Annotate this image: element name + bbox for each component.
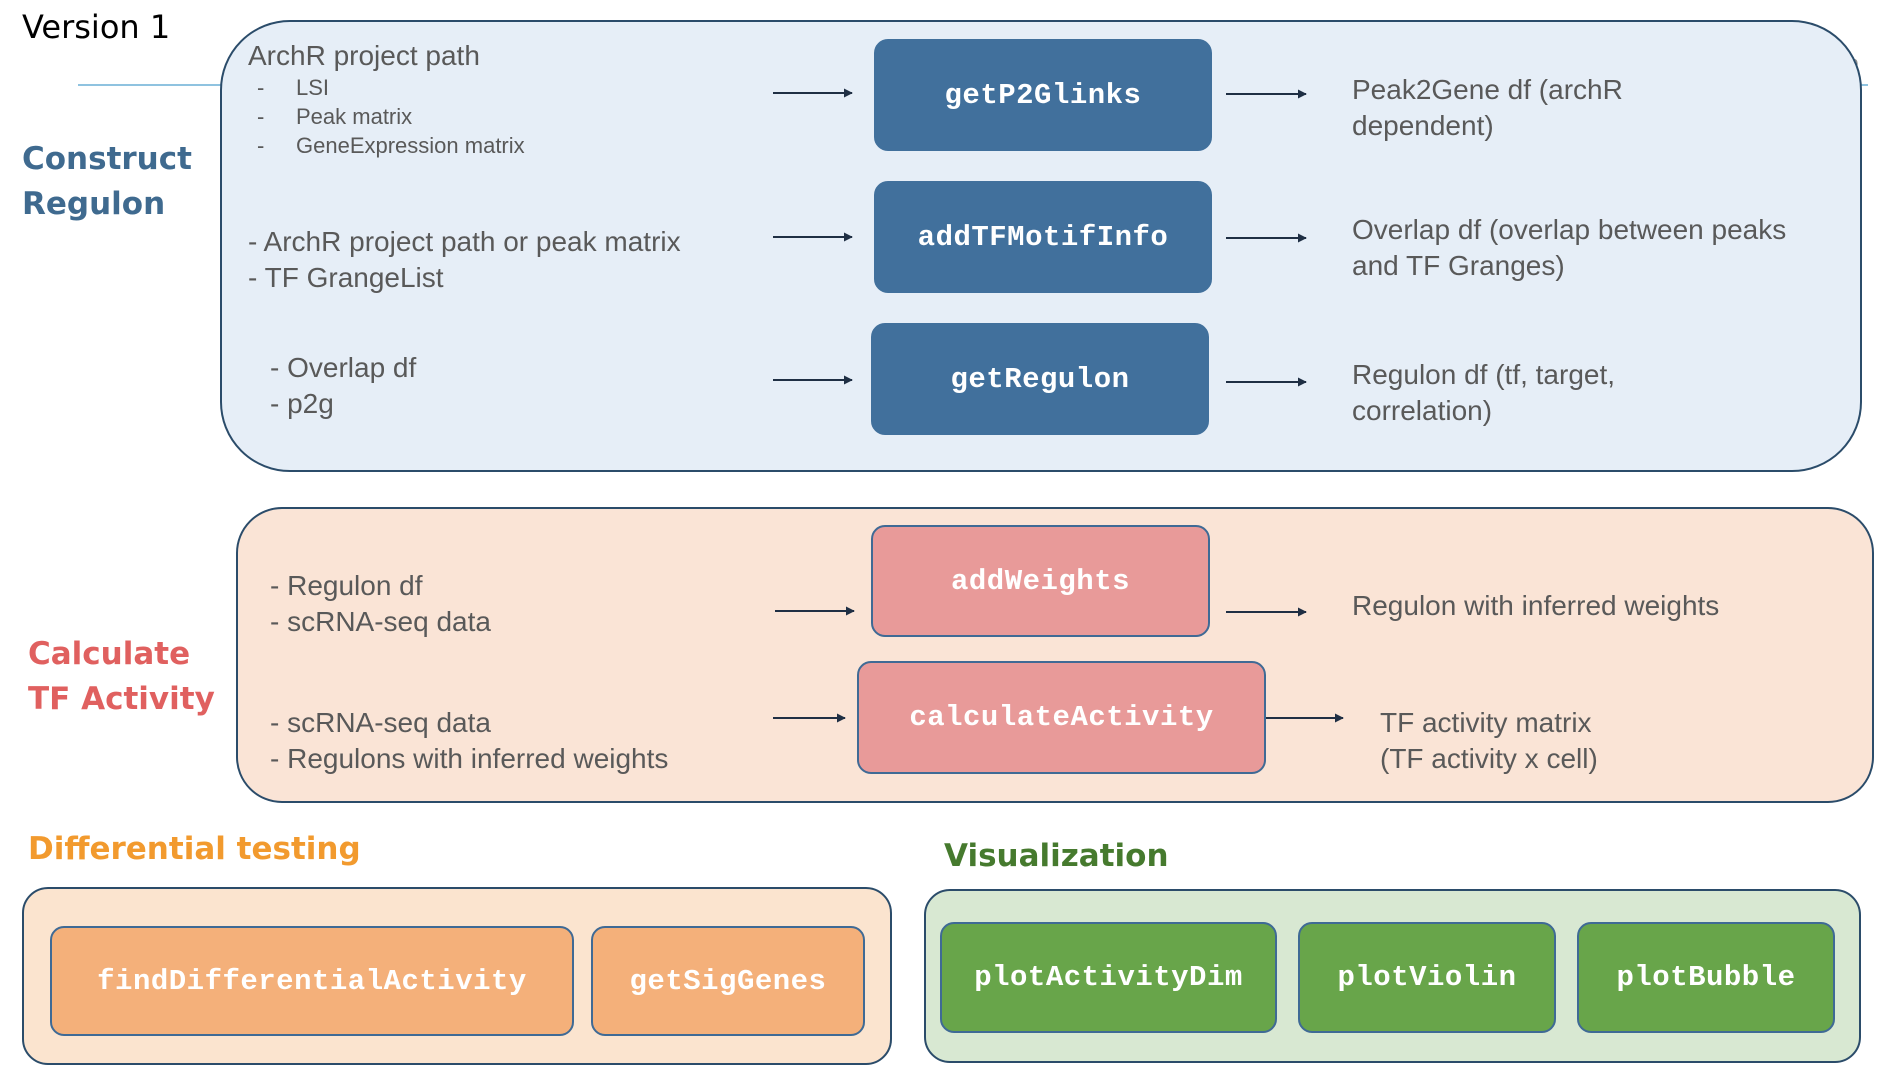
construct-row1-input-list: -LSI -Peak matrix -GeneExpression matrix xyxy=(257,73,525,160)
getsiggenes-button[interactable]: getSigGenes xyxy=(591,926,865,1036)
list-item: -Peak matrix xyxy=(257,104,413,129)
addweights-button[interactable]: addWeights xyxy=(871,525,1210,637)
plotviolin-button[interactable]: plotViolin xyxy=(1298,922,1556,1033)
construct-row1-output: Peak2Gene df (archR dependent) xyxy=(1352,74,1623,141)
construct-row1-input-title: ArchR project path xyxy=(248,40,480,71)
getregulon-button[interactable]: getRegulon xyxy=(871,323,1209,435)
construct-row2-output: Overlap df (overlap between peaks and TF… xyxy=(1352,214,1787,281)
getp2glinks-button[interactable]: getP2Glinks xyxy=(874,39,1212,151)
plotactivitydim-button[interactable]: plotActivityDim xyxy=(940,922,1277,1033)
activity-row2-input: - scRNA-seq data - Regulons with inferre… xyxy=(270,707,669,774)
list-item: -LSI xyxy=(257,75,330,100)
list-item: -GeneExpression matrix xyxy=(257,133,525,158)
construct-row3-output: Regulon df (tf, target, correlation) xyxy=(1352,359,1616,426)
construct-regulon-title: Construct Regulon xyxy=(22,141,192,222)
finddifferentialactivity-button[interactable]: findDifferentialActivity xyxy=(50,926,574,1036)
plotbubble-button[interactable]: plotBubble xyxy=(1577,922,1835,1033)
visualization-title: Visualization xyxy=(944,838,1169,874)
construct-row3-input: - Overlap df - p2g xyxy=(270,352,417,419)
addtfmotifinfo-button[interactable]: addTFMotifInfo xyxy=(874,181,1212,293)
construct-row2-input: - ArchR project path or peak matrix - TF… xyxy=(248,226,681,293)
activity-row1-output: Regulon with inferred weights xyxy=(1352,590,1720,621)
calculate-tf-activity-title: Calculate TF Activity xyxy=(28,636,215,717)
differential-testing-title: Differential testing xyxy=(28,831,361,867)
version-label: Version 1 xyxy=(22,8,171,46)
activity-row2-output: TF activity matrix (TF activity x cell) xyxy=(1380,707,1598,774)
activity-row1-input: - Regulon df - scRNA-seq data xyxy=(270,570,491,637)
calculateactivity-button[interactable]: calculateActivity xyxy=(857,661,1266,774)
